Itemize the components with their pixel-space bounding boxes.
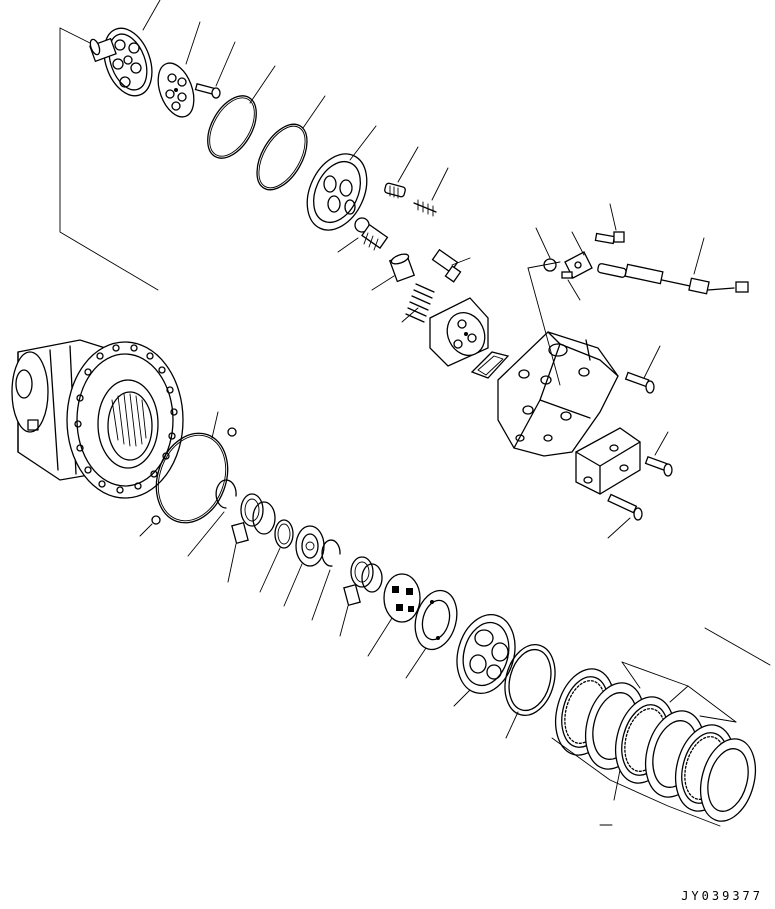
part-planet-carrier (367, 573, 421, 657)
part-drum-housing (11, 339, 184, 499)
part-valve-plate (157, 21, 201, 118)
part-brake-stack (551, 661, 757, 827)
part-sensor-bracket (564, 231, 593, 279)
part-coil-spring (401, 283, 435, 323)
part-sleeve (371, 253, 416, 291)
part-ring-gear (453, 614, 516, 707)
part-spring-b (413, 167, 449, 217)
part-bearing-3 (339, 556, 383, 637)
part-bolt-case-2 (644, 431, 673, 477)
part-large-o-ring (155, 411, 229, 524)
part-bolt-case-3 (607, 493, 643, 539)
drum-spline-lines (111, 393, 147, 447)
leader-sensor-to-case (527, 267, 561, 386)
part-relief-valve-block (575, 427, 641, 495)
part-swash-plate (306, 125, 377, 231)
part-thrust-washer (405, 589, 458, 679)
part-seal-ring (504, 644, 556, 739)
part-spring-a (384, 146, 419, 199)
part-bolt-small (194, 41, 236, 99)
part-bolt-case-1 (624, 345, 661, 394)
part-snap-ring-1 (187, 479, 237, 557)
part-plug-valve (431, 248, 471, 283)
leader-sensor-top (527, 261, 561, 269)
part-small-ball-1 (227, 427, 237, 437)
part-motor-case (497, 331, 619, 457)
part-bearing-race (283, 525, 325, 607)
part-shim-1 (259, 519, 294, 593)
part-piston-spring (337, 217, 389, 253)
brake-stack-leaders (551, 661, 737, 827)
part-bearing-2 (252, 501, 276, 535)
part-speed-sensor (597, 237, 749, 295)
part-o-ring-1 (207, 65, 276, 159)
brake-disc-3 (699, 738, 757, 822)
part-piston-block (429, 297, 489, 367)
part-pin-small (561, 271, 581, 301)
part-snap-ring-2 (311, 539, 341, 621)
part-gasket (470, 351, 510, 379)
part-sensor-bolt (594, 203, 625, 245)
part-small-ball-2 (139, 515, 161, 537)
group-bracket-bottom-right (704, 627, 771, 666)
drawing-code: JY039377 (681, 889, 763, 903)
part-o-ring-2 (256, 95, 326, 191)
part-bearing-1 (227, 493, 264, 583)
part-retainer-hub (89, 0, 161, 97)
drum-bolt-holes (74, 344, 178, 494)
